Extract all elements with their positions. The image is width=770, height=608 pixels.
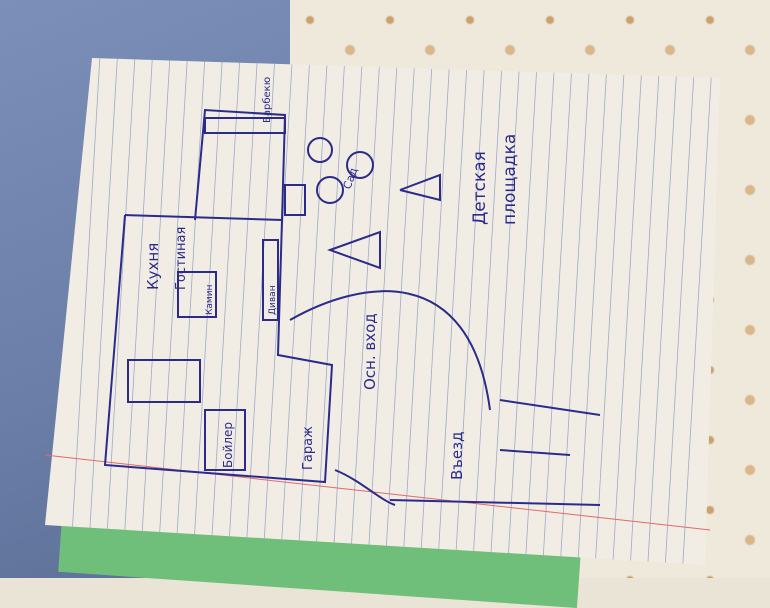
rule-line xyxy=(384,58,416,565)
label-fireplace: Камин xyxy=(205,284,215,315)
label-boiler: Бойлер xyxy=(221,422,235,468)
label-main-entrance: Осн. вход xyxy=(361,313,379,390)
label-playground-2: площадка xyxy=(500,134,520,225)
label-living-room: Гостиная xyxy=(174,227,189,290)
rule-line xyxy=(682,58,713,565)
rule-line xyxy=(244,58,276,565)
rule-line xyxy=(209,58,241,565)
rule-line xyxy=(87,58,118,565)
tree xyxy=(327,230,381,270)
floor-plan xyxy=(103,108,601,506)
label-bbq: Барбекю xyxy=(262,77,273,123)
rule-line xyxy=(192,58,223,565)
rule-line xyxy=(104,58,136,565)
rule-line xyxy=(647,58,678,565)
rule-line xyxy=(349,58,381,565)
margin-line xyxy=(44,454,711,531)
rule-line xyxy=(612,58,643,565)
rule-line xyxy=(314,58,346,565)
rule-line xyxy=(629,58,661,565)
sofa xyxy=(262,239,279,321)
rule-line xyxy=(577,58,608,565)
sketch-photo: Барбекю Кухня Гостиная Камин Диван Осн. … xyxy=(44,58,720,565)
rule-line xyxy=(437,58,468,565)
rule-line xyxy=(367,58,398,565)
rule-line xyxy=(122,58,153,565)
rule-line xyxy=(419,58,451,565)
rule-line xyxy=(454,58,486,565)
label-kitchen: Кухня xyxy=(144,243,162,290)
rule-line xyxy=(524,58,556,565)
bbq xyxy=(204,117,286,134)
label-driveway: Въезд xyxy=(448,432,466,480)
rule-line xyxy=(332,58,363,565)
rule-line xyxy=(594,58,626,565)
stairs xyxy=(127,359,201,403)
label-sofa: Диван xyxy=(268,285,278,315)
rule-line xyxy=(402,58,433,565)
fireplace xyxy=(177,271,217,318)
rule-line xyxy=(664,58,696,565)
rule-line xyxy=(507,58,538,565)
rule-line xyxy=(69,58,101,565)
rule-line xyxy=(472,58,503,565)
rule-line xyxy=(227,58,258,565)
label-garage: Гараж xyxy=(301,426,316,470)
rule-line xyxy=(559,58,591,565)
grill xyxy=(284,184,306,216)
rule-line xyxy=(157,58,188,565)
rule-line xyxy=(489,58,521,565)
rule-line xyxy=(542,58,573,565)
boiler-room xyxy=(204,409,246,471)
label-playground-1: Детская xyxy=(470,151,490,225)
rule-line xyxy=(139,58,171,565)
rule-line xyxy=(174,58,206,565)
rule-line xyxy=(279,58,311,565)
